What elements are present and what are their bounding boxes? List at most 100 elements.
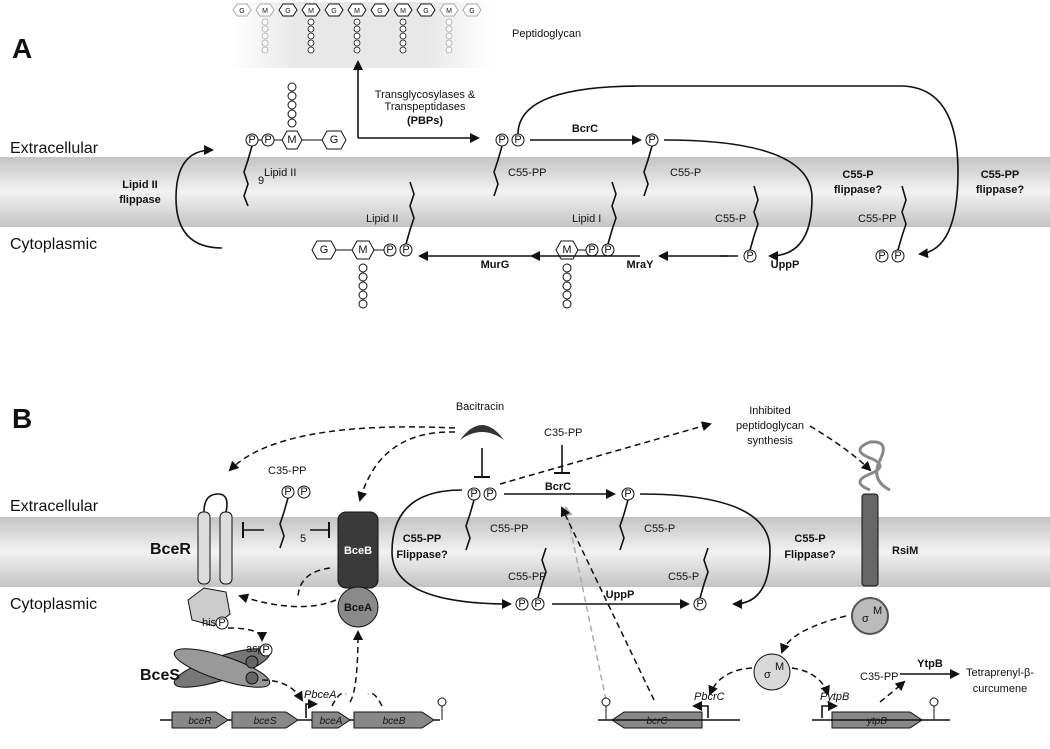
terminator-3 xyxy=(929,697,939,707)
svg-text:P: P xyxy=(486,488,493,500)
svg-text:P: P xyxy=(264,134,271,146)
gene-label-bceS: bceS xyxy=(254,716,277,727)
bceR-protein xyxy=(187,493,233,627)
svg-text:P: P xyxy=(588,244,595,256)
c55pp-flippase-b-1: C55-PP xyxy=(403,533,442,545)
pg-peptide-bead xyxy=(353,46,361,54)
pg-peptide-bead xyxy=(399,18,407,26)
ytpB-label: YtpB xyxy=(917,658,943,670)
svg-text:P: P xyxy=(878,250,885,262)
svg-text:P: P xyxy=(604,244,611,256)
c55pp-flippase-arrow xyxy=(517,85,959,259)
svg-text:P: P xyxy=(514,134,521,146)
c55pp-inner-molecule: P P xyxy=(875,185,907,263)
c55p-outer-label: C55-P xyxy=(670,167,701,179)
bceS-label: BceS xyxy=(140,667,180,684)
svg-text:P: P xyxy=(624,488,631,500)
c55p-flippase-b-2: Flippase? xyxy=(784,549,836,561)
bcrC-gene-to-bcrC-grey xyxy=(562,506,607,701)
peptide-bead xyxy=(358,299,368,309)
c55p-inner-b-molecule: P xyxy=(693,547,709,611)
sigma-on-rsiM: σ xyxy=(862,613,869,625)
pg-peptide-bead xyxy=(307,18,315,26)
pg-sugar-label: G xyxy=(469,8,474,15)
promoter-bcrC-arrow xyxy=(692,701,709,718)
bcrC-gene-to-bcrC xyxy=(560,506,655,701)
peptide-bead xyxy=(287,100,297,110)
extracellular-label-b: Extracellular xyxy=(10,498,99,515)
sigma-to-ytpB xyxy=(791,667,830,696)
pg-sugar xyxy=(347,3,367,17)
gene-label-ytpB: ytpB xyxy=(866,716,887,727)
lipid2-inner-molecule: G M P P xyxy=(311,181,415,309)
c35pp-top-label: C35-PP xyxy=(544,427,583,439)
peptidoglycan-label: Peptidoglycan xyxy=(512,28,581,40)
sigma-m-free xyxy=(753,653,791,691)
pg-peptide-bead xyxy=(353,18,361,26)
pg-peptide-bead xyxy=(445,25,453,33)
bceB-label: BceB xyxy=(344,545,372,557)
pg-peptide-bead xyxy=(445,39,453,47)
gene-bceS xyxy=(231,711,299,729)
c55p-inner-b-label: C55-P xyxy=(668,571,699,583)
pbp-label-1: Transglycosylases & xyxy=(375,89,476,101)
asp-label: asp xyxy=(246,643,264,655)
svg-text:M: M xyxy=(562,244,571,256)
pg-sugar-label: G xyxy=(331,8,336,15)
lipid2-outer-label: Lipid II xyxy=(264,167,296,179)
c35pp-right-label: C35-PP xyxy=(860,671,899,683)
bceS-protein xyxy=(173,648,271,688)
pg-sugar-label: M xyxy=(354,8,360,15)
lipid2-flippase-label-2: flippase xyxy=(119,194,161,206)
pg-peptide-bead xyxy=(353,32,361,40)
svg-text:P: P xyxy=(534,598,541,610)
pg-peptide-bead xyxy=(307,46,315,54)
murG-label: MurG xyxy=(481,259,510,271)
pg-peptide-bead xyxy=(399,39,407,47)
sigma-free-sup: M xyxy=(775,661,784,673)
pg-sugar xyxy=(301,3,321,17)
svg-text:P: P xyxy=(386,244,393,256)
pbp-label-2: Transpeptidases xyxy=(385,101,466,113)
bcrc-label-a: BcrC xyxy=(572,123,598,135)
bceB-to-bceR-2 xyxy=(238,593,337,608)
bacitracin-to-bceR xyxy=(228,426,456,472)
bceR-label: BceR xyxy=(150,541,191,558)
gene-bceA xyxy=(311,711,351,729)
bacitracin-label: Bacitracin xyxy=(456,401,504,413)
svg-text:M: M xyxy=(287,134,296,146)
c55p-flippase-label-1: C55-P xyxy=(842,169,873,181)
pg-sugar-label: M xyxy=(400,8,406,15)
bceB-to-bceR-1 xyxy=(297,567,331,597)
ytpB-gene-to-protein xyxy=(879,680,906,703)
pg-peptide-bead xyxy=(353,39,361,47)
peptide-bead xyxy=(358,290,368,300)
c55pp-flippase-label-1: C55-PP xyxy=(981,169,1020,181)
bceS-to-promoter xyxy=(261,679,304,702)
peptide-bead xyxy=(287,109,297,119)
svg-text:P: P xyxy=(262,644,269,656)
pg-sugar-label: G xyxy=(377,8,382,15)
c55p-flippase-b-arrow xyxy=(639,493,771,609)
uppP-label-a: UppP xyxy=(771,259,800,271)
c55pp-outer-molecule: P P xyxy=(493,133,525,197)
svg-text:P: P xyxy=(248,134,255,146)
extracellular-label-a: Extracellular xyxy=(10,140,99,157)
svg-text:P: P xyxy=(518,598,525,610)
pg-sugar xyxy=(393,3,413,17)
pg-peptide-bead xyxy=(353,25,361,33)
svg-text:G: G xyxy=(320,244,329,256)
cytoplasmic-label-b: Cytoplasmic xyxy=(10,596,97,613)
pg-sugar-label: M xyxy=(262,8,268,15)
pg-peptide-bead xyxy=(399,32,407,40)
c55p-flippase-b-1: C55-P xyxy=(794,533,825,545)
c55p-flippase-arrow xyxy=(663,139,813,261)
pg-peptide-bead xyxy=(261,32,269,40)
inhibited-label-3: synthesis xyxy=(747,435,793,447)
bceA-gene-to-protein xyxy=(349,630,363,703)
svg-text:M: M xyxy=(358,244,367,256)
pg-sugar xyxy=(278,3,298,17)
promoter-bceA-label: PbceA xyxy=(304,689,336,701)
his-to-asp xyxy=(227,627,267,642)
c55pp-outer-b-molecule: P P xyxy=(465,487,497,551)
